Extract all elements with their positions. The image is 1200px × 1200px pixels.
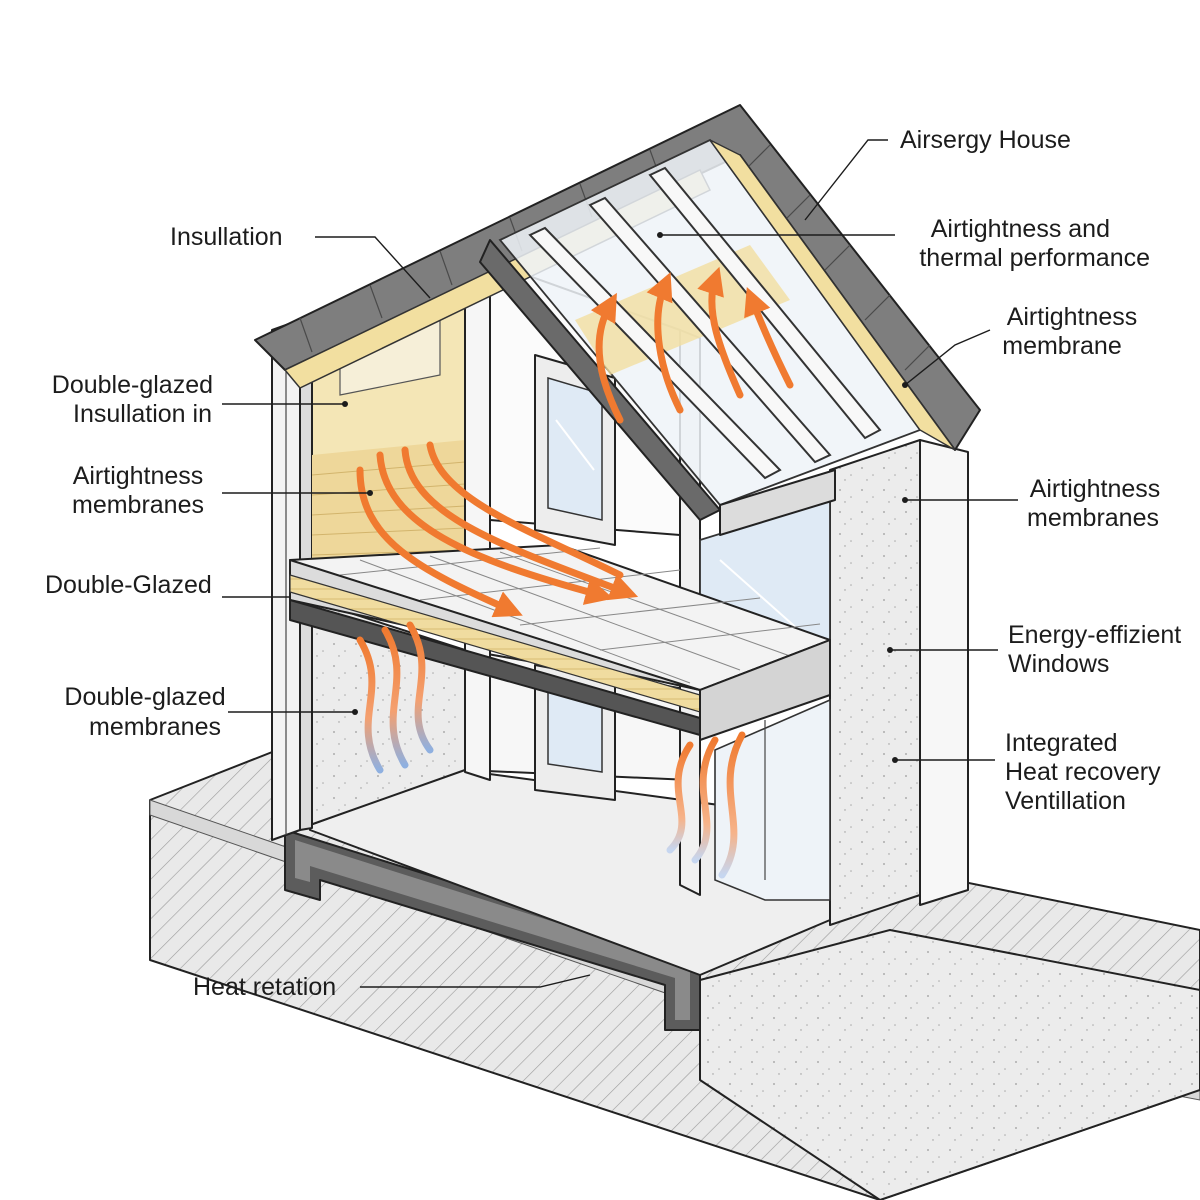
label-heat-retention: Heat retation bbox=[193, 973, 336, 1001]
leader-lines bbox=[222, 139, 1018, 988]
label-energy-windows-2: Windows bbox=[1008, 650, 1109, 678]
label-airtightness-membrane-right: Airtightness bbox=[1007, 303, 1138, 331]
label-airtightness-membranes-right: Airtightness bbox=[1030, 475, 1161, 503]
right-concrete-wall bbox=[829, 439, 969, 926]
warm-air-arrows bbox=[356, 266, 794, 618]
title-label: Airsergy House bbox=[900, 126, 1071, 154]
label-airtightness-membranes-left-2: membranes bbox=[72, 491, 204, 519]
label-airtightness-membranes-left: Airtightness bbox=[73, 462, 204, 490]
heat-recovery-flow bbox=[666, 731, 746, 879]
cool-air-flow bbox=[356, 621, 434, 774]
label-airtightness-thermal-2: thermal performance bbox=[919, 244, 1150, 272]
upper-window bbox=[534, 354, 616, 546]
label-double-glazed-insulation: Double-glazed bbox=[52, 371, 213, 399]
label-airtightness-membrane-right-2: membrane bbox=[1002, 332, 1122, 360]
label-double-glazed-membranes: Double-glazed bbox=[64, 683, 225, 711]
callout-labels: Airsergy House Airtightness and thermal … bbox=[45, 126, 1181, 1001]
label-insulation-roof: Insullation bbox=[170, 223, 283, 251]
roof bbox=[254, 104, 981, 536]
label-double-glazed-floor: Double-Glazed bbox=[45, 571, 212, 599]
label-heat-recovery-2: Heat recovery bbox=[1005, 758, 1161, 786]
label-airtightness-thermal: Airtightness and bbox=[931, 215, 1110, 243]
label-double-glazed-insulation-2: Insullation in bbox=[73, 400, 212, 428]
label-heat-recovery-3: Ventillation bbox=[1005, 787, 1126, 815]
foundation bbox=[284, 829, 701, 1031]
floor-slab bbox=[289, 544, 831, 741]
label-double-glazed-membranes-2: membranes bbox=[89, 713, 221, 741]
label-heat-recovery: Integrated bbox=[1005, 729, 1118, 757]
label-energy-windows: Energy-effizient bbox=[1008, 621, 1181, 649]
label-airtightness-membranes-right-2: membranes bbox=[1027, 504, 1159, 532]
